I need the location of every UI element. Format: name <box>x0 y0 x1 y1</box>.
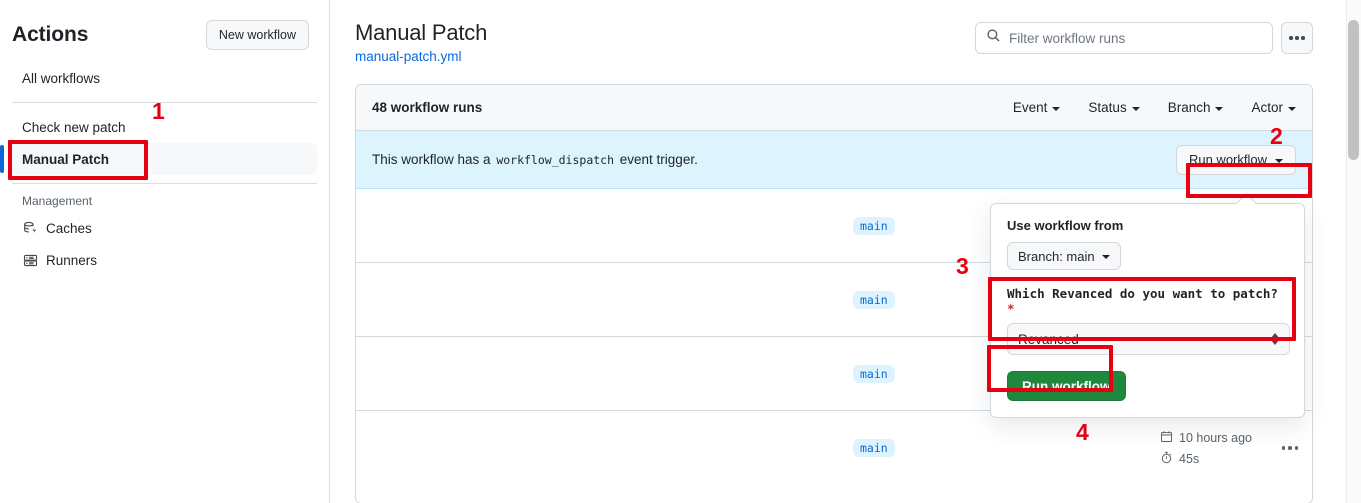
filter-workflow-runs-box[interactable] <box>975 22 1273 54</box>
workflow-file-link[interactable]: manual-patch.yml <box>355 49 462 64</box>
actions-sidebar: Actions New workflow All workflows Check… <box>0 0 330 503</box>
chevron-down-icon <box>1288 106 1296 111</box>
run-metadata: 10 hours ago 45s <box>1160 430 1252 467</box>
sidebar-header: Actions New workflow <box>0 0 329 50</box>
sidebar-divider-2 <box>12 183 317 184</box>
filter-actor[interactable]: Actor <box>1251 100 1296 115</box>
run-duration: 45s <box>1160 451 1252 467</box>
run-date: 10 hours ago <box>1160 430 1252 446</box>
sidebar-title: Actions <box>12 23 89 46</box>
sidebar-item-label: Manual Patch <box>22 151 110 167</box>
kebab-horizontal-icon <box>1289 36 1293 40</box>
runs-panel-header: 48 workflow runs Event Status Branch <box>356 85 1312 131</box>
branch-badge[interactable]: main <box>853 290 895 309</box>
filter-status[interactable]: Status <box>1088 100 1140 115</box>
kebab-horizontal-icon <box>1281 446 1285 450</box>
chevron-down-icon <box>1215 106 1224 111</box>
sidebar-item-manual-patch[interactable]: Manual Patch <box>0 143 317 175</box>
sidebar-item-check-new-patch[interactable]: Check new patch <box>12 111 317 143</box>
scrollbar-thumb[interactable] <box>1348 20 1359 160</box>
sidebar-workflow-list: All workflows Check new patch Manual Pat… <box>0 62 329 276</box>
branch-badge[interactable]: main <box>853 216 895 235</box>
stopwatch-icon <box>1160 451 1173 467</box>
server-rack-icon <box>22 252 38 268</box>
more-options-button[interactable] <box>1281 22 1313 54</box>
workflow-dispatch-banner: This workflow has a workflow_dispatch ev… <box>356 131 1312 189</box>
filter-branch[interactable]: Branch <box>1168 100 1224 115</box>
dispatch-event-code: workflow_dispatch <box>496 153 615 167</box>
workflow-runs-count: 48 workflow runs <box>372 100 483 115</box>
revanced-select[interactable]: Revanced <box>1007 323 1290 355</box>
sidebar-management-label: Management <box>22 194 93 208</box>
chevron-down-icon <box>1275 158 1283 163</box>
table-row[interactable]: main <box>356 263 1312 337</box>
search-icon <box>986 28 1001 48</box>
dispatch-banner-text: This workflow has a workflow_dispatch ev… <box>372 152 698 167</box>
table-row[interactable]: main <box>356 189 1312 263</box>
branch-badge[interactable]: main <box>853 364 895 383</box>
run-workflow-submit-button[interactable]: Run workflow <box>1007 371 1126 401</box>
new-workflow-button[interactable]: New workflow <box>205 20 309 50</box>
page-scrollbar[interactable] <box>1346 0 1361 503</box>
run-workflow-popover: Use workflow from Branch: main Which Rev… <box>990 203 1305 418</box>
main-header: Manual Patch manual-patch.yml <box>331 0 1337 66</box>
required-marker: * <box>1007 301 1015 316</box>
cache-database-icon <box>22 220 38 236</box>
revanced-select-value: Revanced <box>1018 331 1079 347</box>
row-more-options-button[interactable] <box>1281 446 1298 450</box>
chevron-down-icon <box>1131 106 1140 111</box>
sidebar-item-label: Check new patch <box>22 119 126 135</box>
sidebar-item-caches[interactable]: Caches <box>12 212 317 244</box>
branch-selector-button[interactable]: Branch: main <box>1007 242 1121 270</box>
sidebar-item-runners[interactable]: Runners <box>12 244 317 276</box>
table-row[interactable]: main 10 hours ago <box>356 411 1312 485</box>
sidebar-item-label: All workflows <box>22 70 101 86</box>
run-workflow-dropdown-button[interactable]: Run workflow <box>1175 144 1296 175</box>
sidebar-item-label: Caches <box>46 220 92 236</box>
search-input[interactable] <box>1009 30 1262 46</box>
runs-filter-group: Event Status Branch Actor <box>1013 100 1296 115</box>
page-title: Manual Patch <box>355 20 488 45</box>
branch-badge[interactable]: main <box>853 439 895 457</box>
sidebar-item-all-workflows[interactable]: All workflows <box>12 62 317 94</box>
chevron-down-icon <box>1052 106 1061 111</box>
select-updown-icon <box>1271 333 1279 345</box>
filter-event[interactable]: Event <box>1013 100 1061 115</box>
chevron-down-icon <box>1101 255 1110 259</box>
sidebar-divider-1 <box>12 102 317 103</box>
workflow-input-label: Which Revanced do you want to patch? * <box>1007 286 1278 316</box>
calendar-icon <box>1160 430 1173 446</box>
use-workflow-from-label: Use workflow from <box>1007 218 1124 233</box>
sidebar-item-label: Runners <box>46 252 98 268</box>
